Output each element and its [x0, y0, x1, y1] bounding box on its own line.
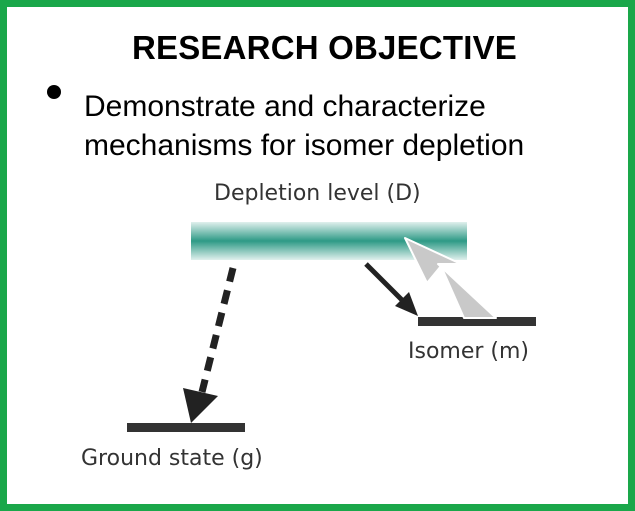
decay-to-ground-dashed-line — [198, 267, 237, 393]
isomer-level-bar — [418, 317, 536, 326]
isomer-label: Isomer (m) — [408, 339, 530, 364]
bullet-text: Demonstrate and characterize mechanisms … — [84, 87, 624, 165]
ground-state-label: Ground state (g) — [81, 446, 263, 471]
decay-to-isomer-arrowhead — [395, 292, 418, 316]
decay-to-ground-arrowhead — [183, 388, 218, 423]
slide-title: RESEARCH OBJECTIVE — [131, 29, 517, 66]
depletion-level-label: Depletion level (D) — [214, 181, 421, 206]
bullet-dot — [47, 85, 61, 99]
decay-to-isomer-line — [364, 262, 404, 302]
bullet-line-2: mechanisms for isomer depletion — [84, 129, 525, 162]
bullet-line-1: Demonstrate and characterize — [84, 90, 486, 123]
ground-state-level-bar — [127, 423, 245, 432]
pump-arrow — [404, 237, 497, 319]
